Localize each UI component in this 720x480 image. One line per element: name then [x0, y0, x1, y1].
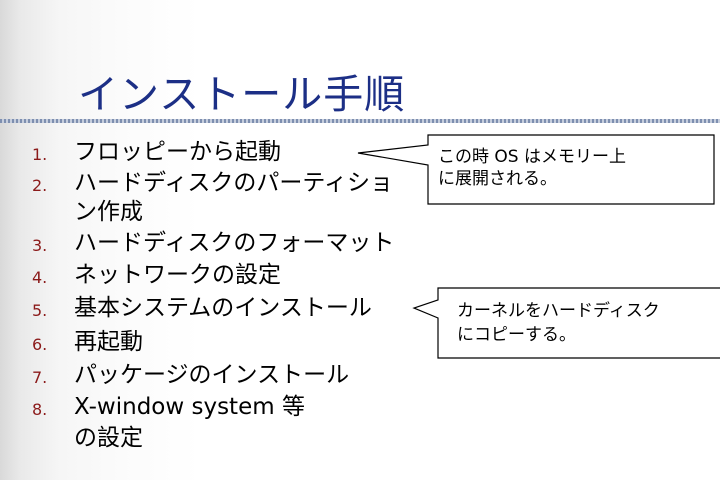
step-text-continued: ン作成 — [74, 199, 143, 225]
step-number: 5. — [32, 301, 48, 320]
step-text: ハードディスクのフォーマット — [74, 230, 395, 256]
step-text: パッケージのインストール — [74, 362, 350, 388]
step-text-continued: の設定 — [74, 425, 143, 451]
callout-os-memory-line2: に展開される。 — [438, 169, 557, 189]
step-text: ハードディスクのパーティショ — [74, 170, 394, 196]
step-number: 7. — [32, 368, 48, 387]
slide-title: インストール手順 — [78, 72, 406, 118]
step-text: ネットワークの設定 — [74, 262, 281, 288]
step-text: X-window system 等 — [74, 394, 305, 420]
step-text: 再起動 — [74, 329, 143, 355]
step-text: フロッピーから起動 — [74, 139, 281, 165]
step-number: 3. — [32, 236, 48, 255]
callout-os-memory-line1: この時 OS はメモリー上 — [438, 147, 626, 167]
step-number: 1. — [32, 145, 48, 164]
step-number: 2. — [32, 176, 48, 195]
step-number: 4. — [32, 268, 48, 287]
callout-kernel-copy-line2: にコピーする。 — [457, 325, 576, 345]
step-number: 8. — [32, 400, 48, 419]
step-text: 基本システムのインストール — [74, 295, 372, 321]
callout-kernel-copy-line1: カーネルをハードディスク — [457, 301, 660, 321]
step-number: 6. — [32, 335, 48, 354]
title-divider — [0, 119, 720, 123]
